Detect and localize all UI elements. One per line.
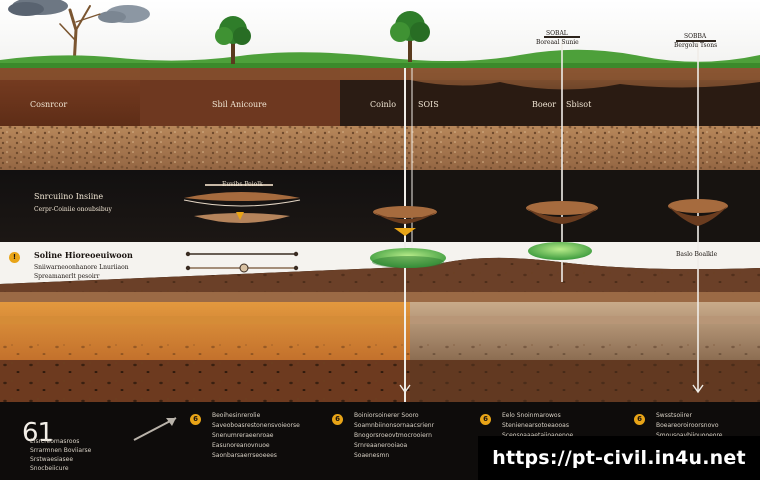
soil-sample-funnel-icon [526, 201, 598, 224]
footer-line: Saonbarsaerrseoeees [212, 452, 277, 459]
footer-line: Easunoreanovnuoe [212, 442, 270, 449]
soil-sample-funnel-icon [373, 206, 437, 224]
footer-line: Soamnbiinonsornaacsrienr [354, 422, 435, 429]
borehole-label: Bergolu Tsons [674, 42, 718, 49]
borehole-label: Boreaal Sunie [536, 39, 579, 46]
layer-label: Sbisot [566, 100, 592, 109]
footer-line: Soaenesmn [354, 452, 390, 459]
borehole-label: SOBBA [684, 33, 707, 40]
step-badge-icon: 6 [332, 414, 343, 425]
footer-line: Srstwaesiasee [30, 456, 74, 463]
layer-label: SOIS [418, 100, 439, 109]
cloud-icon [8, 0, 68, 16]
footer-line: Snocbeiicure [30, 465, 69, 472]
footer-line: Swsstsoiirer [656, 412, 692, 419]
footer-line: Boeareoroiroorsnovo [656, 422, 719, 429]
footer-number: 61 [22, 418, 54, 448]
depth-slider-icon [185, 251, 299, 273]
footer-line: Saveoboasrestonensvoieorse [212, 422, 300, 429]
footer-line: Smousoavbiiouooeore [656, 432, 723, 439]
layer-label: Sbil Anicoure [212, 100, 267, 109]
layer-label: Coinlo [370, 100, 397, 109]
panel-title: Snrcuiino Insiine [34, 192, 104, 201]
tree-icon [390, 11, 430, 62]
panel-caption: Euvibs Peiolk [222, 181, 263, 188]
footer-line: Stenienearsotoeaooas [502, 422, 569, 429]
step-badge-icon: 6 [634, 414, 645, 425]
step-badge-icon: 6 [480, 414, 491, 425]
website-watermark: https://pt-civil.in4u.net [478, 436, 760, 480]
step-badge-icon: 6 [190, 414, 201, 425]
groundwater-disc-icon [528, 242, 592, 260]
footer-line: Eelo Snoinmarowos [502, 412, 561, 419]
layer-profile-icon [183, 184, 301, 223]
tree-icon [215, 16, 251, 64]
band-subtitle: Sniiwarneoonhanore Lnuriiaon [34, 264, 129, 271]
layer-label: Boeor [532, 100, 557, 109]
panel-subtitle: Cerpr-Coiniie onoubsibuy [34, 206, 112, 213]
band-right-label: Baslo Boalkle [676, 251, 718, 258]
bare-tree-icon [59, 5, 101, 68]
footer-line: Bnogorsroeovtmocrooiern [354, 432, 432, 439]
band-title: Soline Hioreoeuiwoon [34, 250, 133, 260]
info-badge-icon: ! [9, 252, 20, 263]
footer-line: Beoihesinrerolie [212, 412, 261, 419]
soil-sample-funnel-icon [668, 199, 728, 226]
groundwater-disc-icon [370, 248, 446, 268]
footer-line: Elsrcreomasroos [30, 438, 80, 445]
borehole-label: SOBAL [546, 30, 568, 37]
footer-line: Snenumreraeenroae [212, 432, 274, 439]
cloud-icon [98, 5, 150, 23]
footer-line: Srrarmnen Boviiarse [30, 447, 92, 454]
footer-line: Sceosoaaaetaiioaoenoe [502, 432, 573, 439]
layer-label: Cosnrcor [30, 100, 68, 109]
footer-line: Srnreaanerooiaoa [354, 442, 408, 449]
footer-line: Boiniorsoinerer Sooro [354, 412, 419, 419]
band-subtitle: Spreamanerlt pesoirr [34, 273, 100, 280]
arrow-icon [133, 417, 177, 441]
